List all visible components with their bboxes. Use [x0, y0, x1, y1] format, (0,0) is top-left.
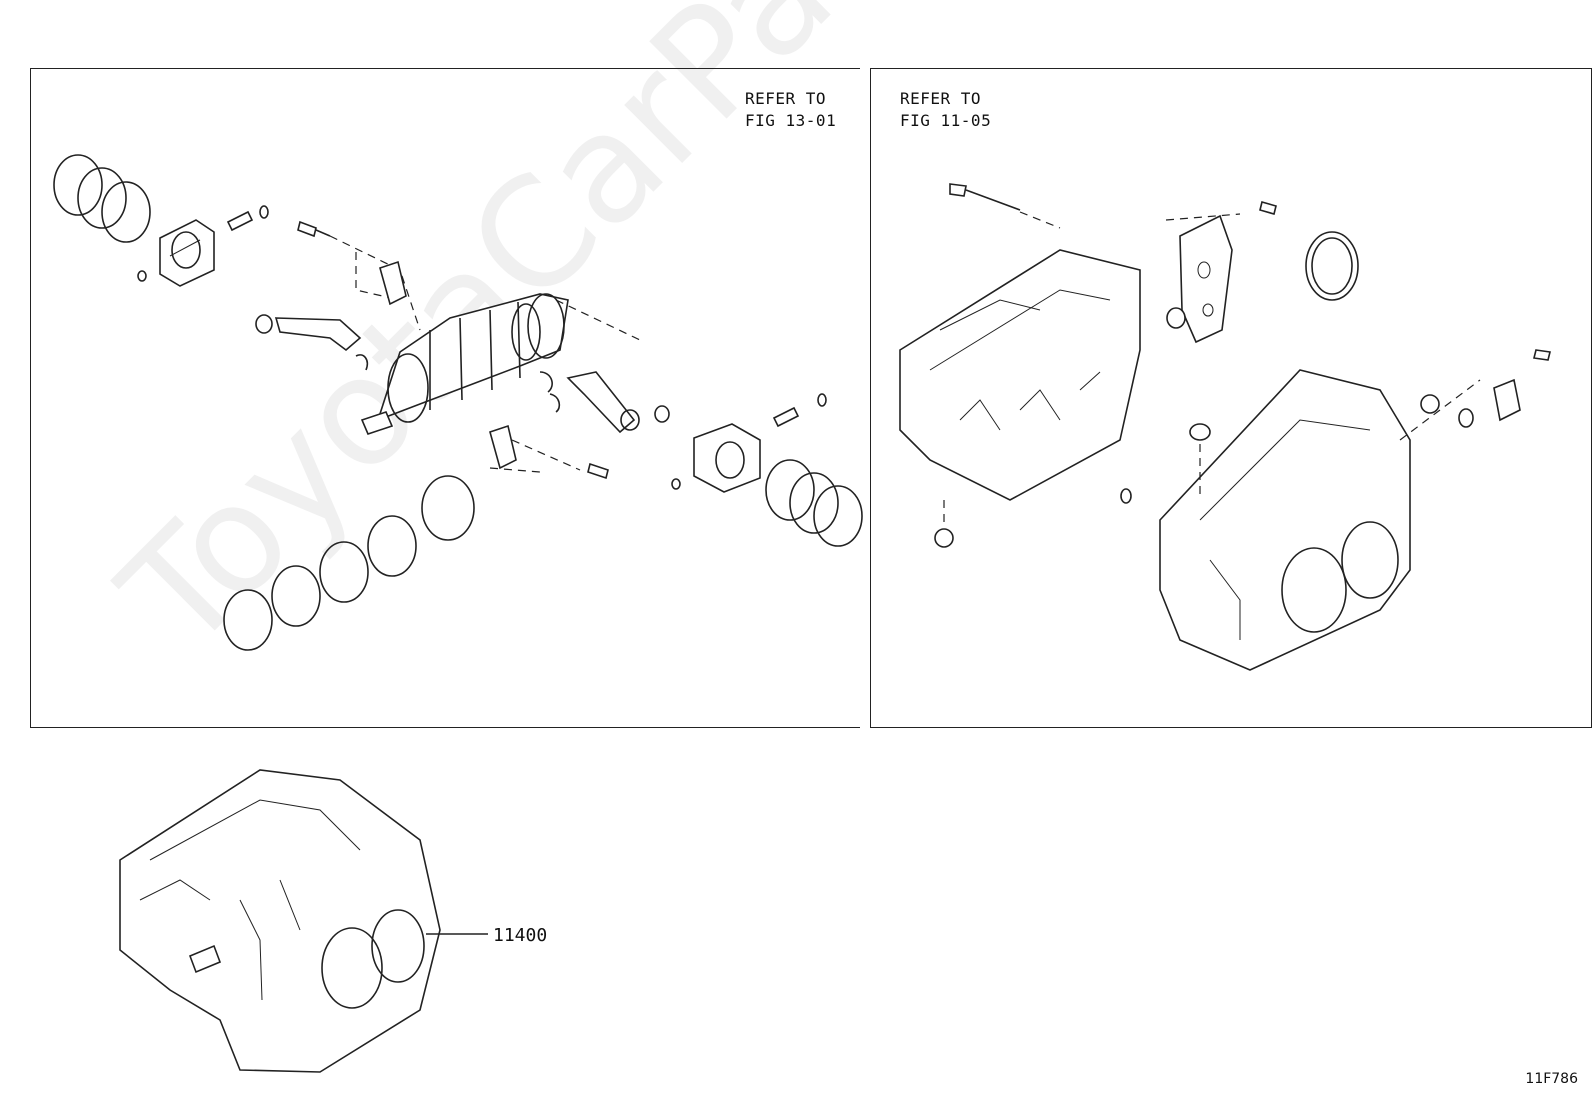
refer-note-right[interactable]: REFER TO FIG 11-05: [900, 88, 991, 132]
refer-left-line1: REFER TO: [745, 89, 827, 108]
short-block-assembly[interactable]: [119, 769, 441, 1073]
cover-bolt[interactable]: [1259, 201, 1277, 215]
side-o-ring[interactable]: [1458, 408, 1474, 428]
rod-bolt-lower[interactable]: [587, 462, 609, 480]
connecting-rod-left[interactable]: [255, 314, 362, 352]
rod-bolt-upper[interactable]: [297, 220, 331, 238]
piston-pin-left[interactable]: [137, 205, 269, 282]
o-ring-small[interactable]: [1120, 488, 1132, 504]
side-plate-bolt[interactable]: [1533, 349, 1551, 361]
plug-upper[interactable]: [1166, 307, 1186, 329]
side-plug[interactable]: [1420, 394, 1440, 414]
panel-crankshaft-pistons: [30, 68, 860, 728]
side-plate[interactable]: [1493, 378, 1521, 422]
bearing-cap-lower[interactable]: [489, 424, 517, 470]
bearing-cap-upper[interactable]: [379, 260, 407, 306]
piston-rings-right[interactable]: [765, 459, 863, 547]
crankcase-half-upper[interactable]: [899, 249, 1141, 501]
rear-plate[interactable]: [1179, 214, 1233, 344]
rear-oil-seal[interactable]: [1305, 231, 1359, 301]
bearing-shells-crank[interactable]: [355, 354, 561, 413]
connecting-rod-right[interactable]: [566, 371, 670, 434]
crankshaft[interactable]: [360, 293, 569, 435]
piston-left[interactable]: [159, 219, 215, 287]
plug-lower-left[interactable]: [934, 528, 954, 548]
refer-left-line2: FIG 13-01: [745, 111, 837, 130]
drain-plug[interactable]: [1189, 423, 1211, 441]
long-bolt[interactable]: [949, 183, 1021, 211]
figure-code: 11F786: [1525, 1071, 1578, 1087]
refer-note-left[interactable]: REFER TO FIG 13-01: [745, 88, 836, 132]
piston-pin-right[interactable]: [671, 393, 827, 490]
piston-right[interactable]: [693, 423, 761, 493]
piston-rings-left[interactable]: [53, 154, 151, 243]
part-number-callout[interactable]: 11400: [493, 925, 548, 946]
main-bearings[interactable]: [223, 475, 475, 651]
refer-right-line1: REFER TO: [900, 89, 982, 108]
panel-divider: [870, 68, 871, 728]
refer-right-line2: FIG 11-05: [900, 111, 992, 130]
cylinder-block[interactable]: [1159, 369, 1411, 671]
